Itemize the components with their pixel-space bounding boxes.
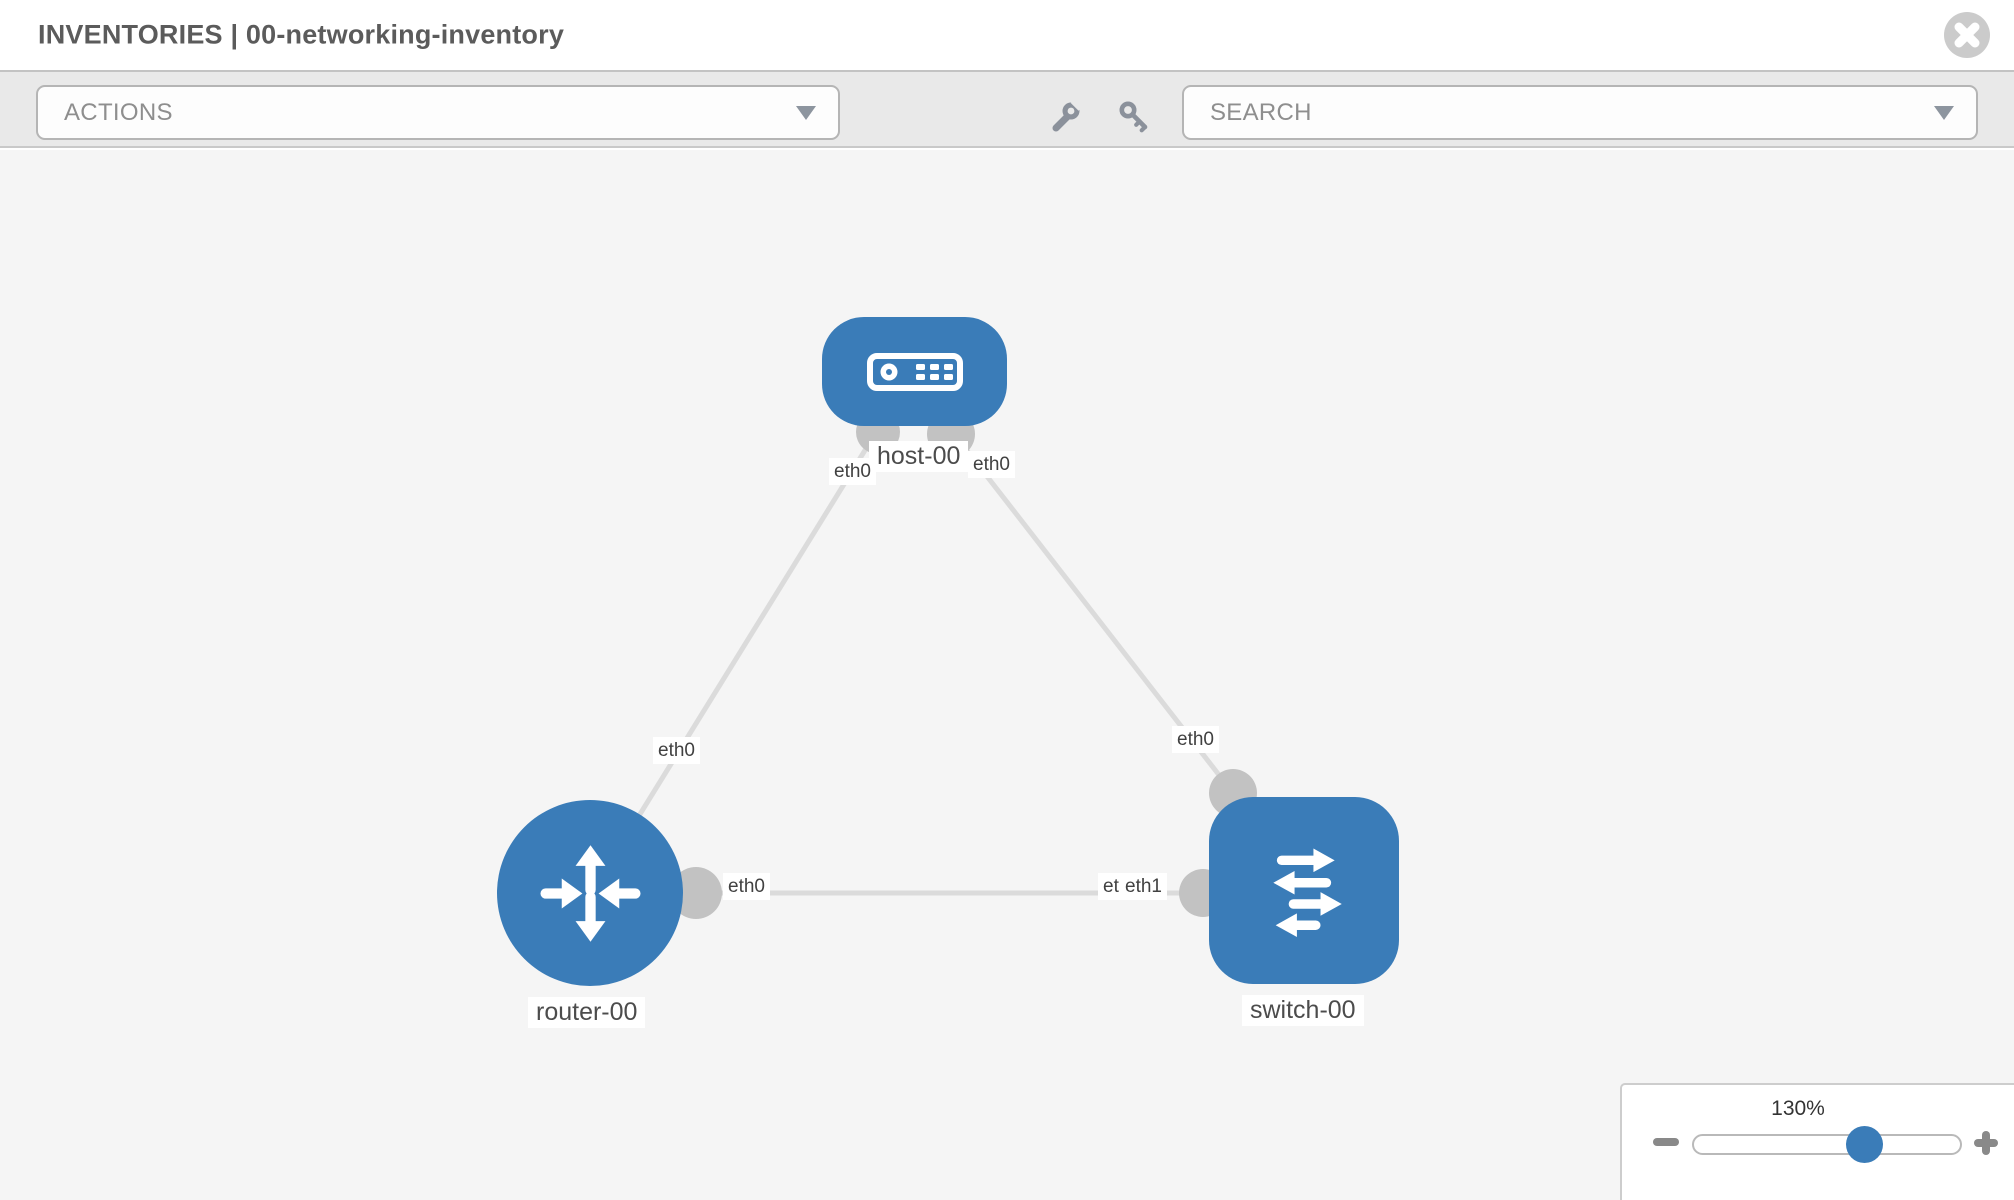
- search-dropdown[interactable]: SEARCH: [1182, 85, 1978, 140]
- zoom-out-button[interactable]: [1653, 1131, 1679, 1153]
- toolbar: ACTIONS SEARCH: [0, 70, 2014, 148]
- zoom-slider-thumb[interactable]: [1846, 1126, 1883, 1163]
- node-router-00[interactable]: [497, 800, 683, 986]
- header: INVENTORIES | 00-networking-inventory: [0, 0, 2014, 70]
- chevron-down-icon: [1934, 105, 1954, 120]
- topology-edges: [587, 410, 1257, 919]
- interface-label: eth1: [1120, 873, 1167, 900]
- host-icon: [866, 352, 963, 391]
- interface-label: eth0: [653, 737, 700, 764]
- port-circle: [670, 867, 722, 919]
- node-label-host: host-00: [869, 441, 969, 472]
- chevron-down-icon: [796, 105, 816, 120]
- page-title: INVENTORIES | 00-networking-inventory: [38, 19, 565, 50]
- interface-label: eth0: [723, 873, 770, 900]
- router-icon: [539, 844, 641, 942]
- node-host-00[interactable]: [822, 317, 1007, 426]
- zoom-slider[interactable]: [1692, 1126, 1962, 1163]
- node-label-router: router-00: [528, 997, 646, 1028]
- node-switch-00[interactable]: [1209, 797, 1399, 984]
- zoom-level-value: 130%: [1771, 1097, 1825, 1120]
- wrench-icon: [1052, 97, 1085, 132]
- interface-label: eth0: [829, 458, 876, 485]
- switch-icon: [1273, 848, 1342, 937]
- interface-label: eth0: [968, 451, 1015, 478]
- zoom-control-panel: 130%: [1620, 1083, 2014, 1200]
- search-dropdown-label: SEARCH: [1210, 98, 1312, 126]
- plus-icon: [1974, 1131, 1998, 1155]
- interface-label: eth0: [1172, 726, 1219, 753]
- minus-icon: [1653, 1138, 1679, 1146]
- node-label-switch: switch-00: [1242, 995, 1364, 1026]
- close-icon: [1944, 12, 1990, 58]
- close-button[interactable]: [1944, 12, 1990, 58]
- zoom-in-button[interactable]: [1974, 1131, 1998, 1155]
- wrench-button[interactable]: [1049, 97, 1085, 133]
- topology-canvas[interactable]: host-00 router-00 switch-00 eth0 eth0 et…: [0, 150, 2014, 1200]
- key-icon: [1119, 101, 1148, 133]
- key-button[interactable]: [1117, 99, 1151, 133]
- actions-dropdown[interactable]: ACTIONS: [36, 85, 840, 140]
- actions-dropdown-label: ACTIONS: [64, 98, 173, 126]
